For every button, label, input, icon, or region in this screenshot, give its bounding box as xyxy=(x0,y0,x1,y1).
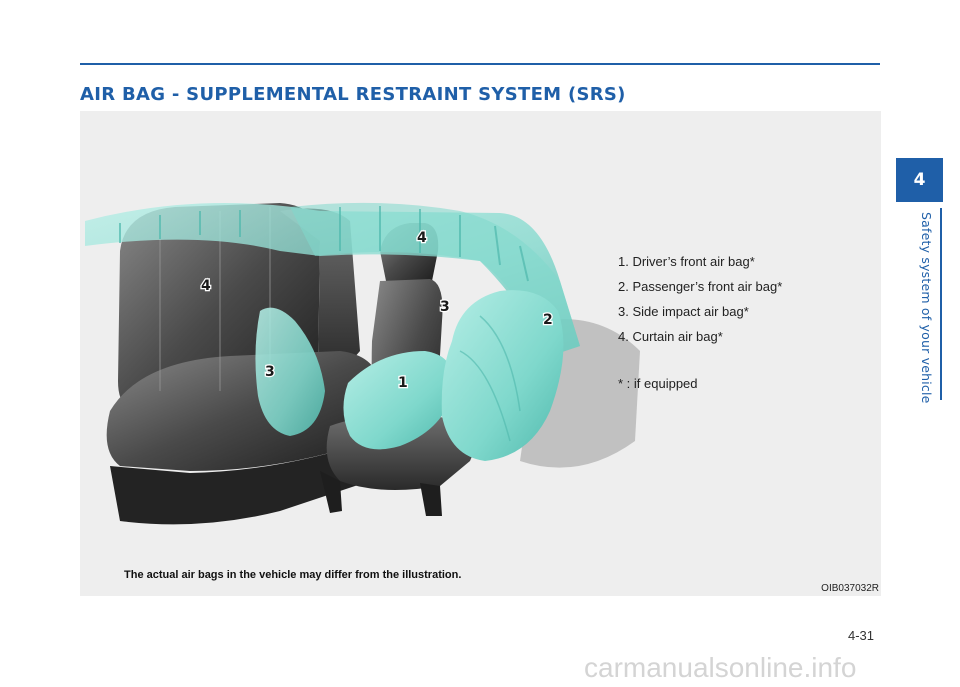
callout-2: 2 xyxy=(543,312,553,328)
airbag-figure: 1 2 3 3 4 4 1. Driver’s front air bag* 2… xyxy=(80,111,881,596)
callout-3-rear: 3 xyxy=(265,364,275,380)
legend-item-curtain: 4. Curtain air bag* xyxy=(618,329,723,344)
legend-note: * : if equipped xyxy=(618,376,698,391)
curtain-airbag xyxy=(85,202,580,356)
page-number: 4-31 xyxy=(848,628,875,643)
driver-front-airbag xyxy=(343,351,454,450)
callout-4-front: 4 xyxy=(417,230,427,246)
airbag-illustration: 1 2 3 3 4 4 xyxy=(85,202,640,525)
top-rule xyxy=(80,63,880,65)
callout-4-rear: 4 xyxy=(201,278,211,294)
figure-legend: 1. Driver’s front air bag* 2. Passenger’… xyxy=(618,254,782,391)
legend-item-side: 3. Side impact air bag* xyxy=(618,304,749,319)
passenger-front-airbag xyxy=(441,290,564,461)
section-title: AIR BAG - SUPPLEMENTAL RESTRAINT SYSTEM … xyxy=(80,84,626,105)
callout-3-front: 3 xyxy=(440,299,450,315)
side-airbag-rear xyxy=(255,307,325,436)
figure-code: OIB037032R xyxy=(821,583,879,594)
chapter-name: Safety system of your vehicle xyxy=(919,212,934,404)
legend-item-passenger: 2. Passenger’s front air bag* xyxy=(618,279,783,294)
watermark: carmanualsonline.info xyxy=(584,652,857,683)
callout-1: 1 xyxy=(398,375,408,391)
side-rule xyxy=(940,208,942,400)
chapter-tab: 4 xyxy=(896,158,943,202)
legend-item-driver: 1. Driver’s front air bag* xyxy=(618,254,755,269)
figure-caption: The actual air bags in the vehicle may d… xyxy=(124,569,462,581)
